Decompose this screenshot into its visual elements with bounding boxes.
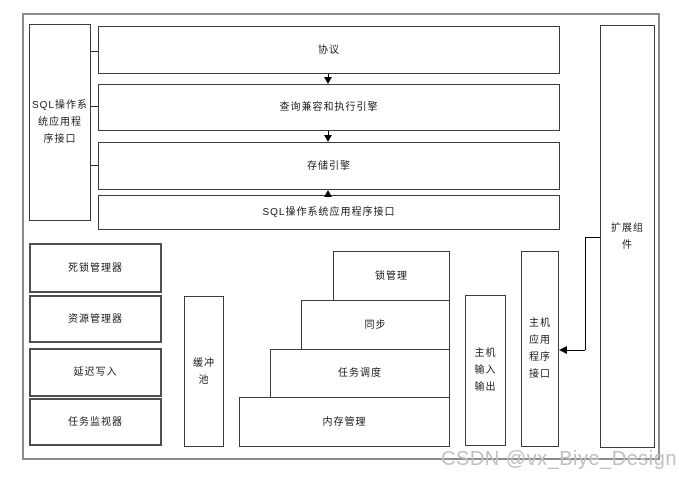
sql-api-left-box: SQL操作系 统应用程 序接口 xyxy=(29,24,91,221)
protocol-label: 协议 xyxy=(318,44,340,56)
sync-box: 同步 xyxy=(301,300,450,350)
sql-api-bottom-box: SQL操作系统应用程序接口 xyxy=(98,195,560,230)
elbow-arrow-segment xyxy=(563,350,585,351)
sql-api-left-label: SQL操作系 统应用程 序接口 xyxy=(31,100,88,145)
delayed-write-label: 延迟写入 xyxy=(73,367,118,378)
connector-line-query-engine xyxy=(91,106,98,107)
query-engine-box: 查询兼容和执行引擎 xyxy=(98,84,560,131)
task-scheduling-box: 任务调度 xyxy=(270,349,450,398)
connector-line-storage-engine xyxy=(91,165,98,166)
watermark-text: CSDN @vx_Biye_Design xyxy=(441,448,677,470)
storage-engine-label: 存储引擎 xyxy=(307,160,351,172)
elbow-arrow-segment xyxy=(585,237,600,238)
protocol-box: 协议 xyxy=(98,26,560,74)
buffer-pool-label: 缓冲 池 xyxy=(193,357,215,386)
left-arrow-icon xyxy=(559,346,567,354)
buffer-pool-box: 缓冲 池 xyxy=(184,296,224,447)
query-engine-label: 查询兼容和执行引擎 xyxy=(279,102,379,113)
memory-management-box: 内存管理 xyxy=(239,397,450,447)
deadlock-manager-box: 死锁管理器 xyxy=(29,243,162,293)
sql-api-bottom-label: SQL操作系统应用程序接口 xyxy=(262,207,396,218)
down-arrow-icon xyxy=(324,77,332,84)
extension-components-label: 扩展组 件 xyxy=(611,222,644,251)
lock-management-label: 锁管理 xyxy=(375,270,408,282)
down-arrow-shaft xyxy=(328,74,329,79)
host-io-label: 主机 输入 输出 xyxy=(474,348,497,393)
down-arrow-shaft xyxy=(328,131,329,136)
sync-label: 同步 xyxy=(364,319,387,331)
host-api-box: 主机 应用 程序 接口 xyxy=(521,251,559,447)
up-arrow-icon xyxy=(324,190,332,197)
task-scheduling-label: 任务调度 xyxy=(338,368,382,379)
connector-line-protocol xyxy=(91,51,98,52)
lock-management-box: 锁管理 xyxy=(333,251,450,301)
task-monitor-label: 任务监视器 xyxy=(68,416,123,428)
extension-components-box: 扩展组 件 xyxy=(600,25,655,448)
elbow-arrow-segment xyxy=(585,237,586,350)
resource-manager-label: 资源管理器 xyxy=(68,313,123,325)
task-monitor-box: 任务监视器 xyxy=(29,398,162,446)
delayed-write-box: 延迟写入 xyxy=(29,348,162,397)
outer-border xyxy=(22,13,660,460)
host-io-box: 主机 输入 输出 xyxy=(465,295,506,446)
memory-management-label: 内存管理 xyxy=(322,416,367,428)
down-arrow-icon xyxy=(324,135,332,142)
deadlock-manager-label: 死锁管理器 xyxy=(68,262,123,274)
storage-engine-box: 存储引擎 xyxy=(98,142,560,190)
resource-manager-box: 资源管理器 xyxy=(29,295,162,343)
host-api-label: 主机 应用 程序 接口 xyxy=(529,318,551,380)
